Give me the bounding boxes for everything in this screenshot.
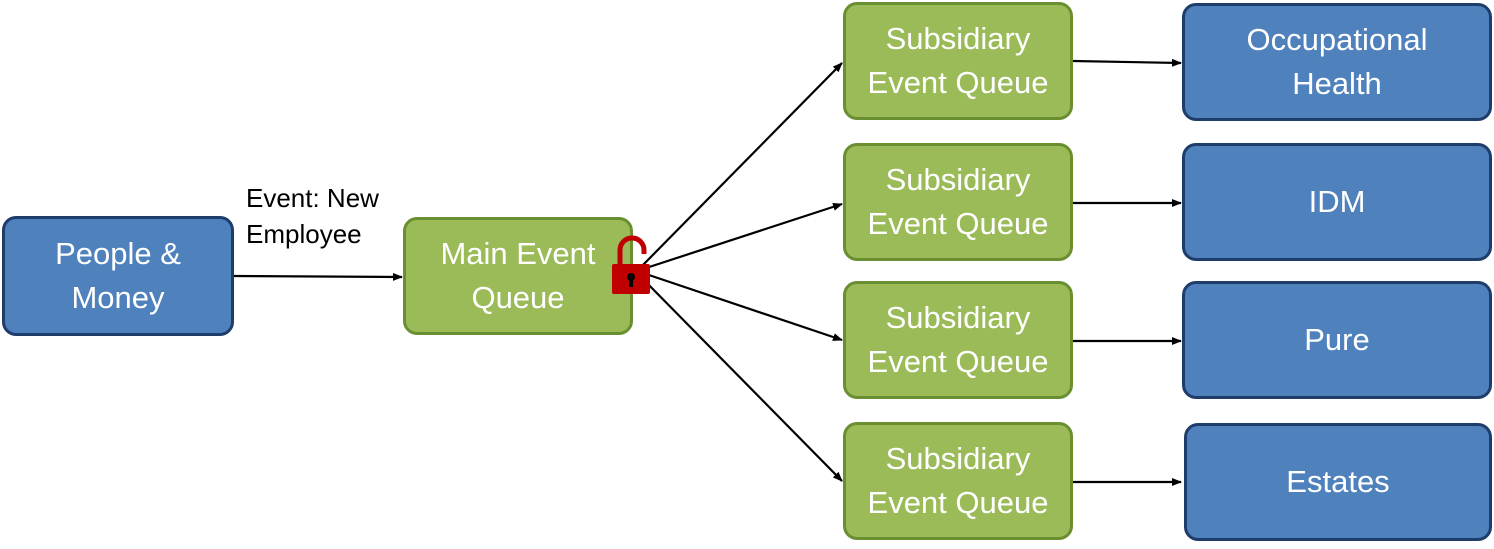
source-label-line1: People & [55, 236, 181, 271]
subsidiary-event-queue-node[interactable]: Subsidiary Event Queue [843, 281, 1073, 399]
subsidiary-queue-label-line1: Subsidiary [885, 162, 1031, 197]
source-node-people-money[interactable]: People & Money [2, 216, 234, 336]
consumer-label-line2: Health [1292, 66, 1382, 101]
source-label-line2: Money [71, 280, 165, 315]
edge-label-line2: Employee [246, 219, 362, 249]
consumer-node-pure[interactable]: Pure [1182, 281, 1492, 399]
consumer-label-line1: Pure [1304, 322, 1370, 357]
edge-label-line1: Event: New [246, 183, 379, 213]
subsidiary-queue-label-line1: Subsidiary [885, 21, 1031, 56]
subsidiary-queue-label-line2: Event Queue [867, 344, 1049, 379]
consumer-node-occupational-health[interactable]: Occupational Health [1182, 3, 1492, 121]
subsidiary-event-queue-node[interactable]: Subsidiary Event Queue [843, 143, 1073, 261]
consumer-node-estates[interactable]: Estates [1184, 423, 1492, 541]
subsidiary-queue-label-line1: Subsidiary [885, 300, 1031, 335]
main-queue-label-line1: Main Event [440, 236, 596, 271]
arrow-main-to-sub-1 [639, 62, 843, 269]
consumer-label-line1: IDM [1308, 184, 1366, 219]
consumer-label-line1: Occupational [1246, 22, 1428, 57]
main-event-queue-node[interactable]: Main Event Queue [403, 217, 633, 335]
subsidiary-queue-label-line2: Event Queue [867, 65, 1049, 100]
consumer-node-idm[interactable]: IDM [1182, 143, 1492, 261]
consumer-label-line1: Estates [1286, 464, 1390, 499]
unlocked-padlock-icon [612, 235, 650, 294]
subsidiary-queue-label-line2: Event Queue [867, 206, 1049, 241]
main-queue-label-line2: Queue [471, 280, 565, 315]
arrow-main-to-sub-3 [639, 270, 843, 342]
subsidiary-queue-label-line2: Event Queue [867, 485, 1049, 520]
arrow-sub-1-to-consumer-1 [1072, 58, 1182, 67]
edge-label-new-employee: Event: New Employee [246, 180, 426, 252]
arrow-main-to-sub-4 [639, 275, 843, 482]
arrow-main-to-sub-2 [639, 202, 843, 272]
subsidiary-event-queue-node[interactable]: Subsidiary Event Queue [843, 422, 1073, 540]
subsidiary-event-queue-node[interactable]: Subsidiary Event Queue [843, 2, 1073, 120]
subsidiary-queue-label-line1: Subsidiary [885, 441, 1031, 476]
arrow-source-to-main [233, 272, 403, 281]
